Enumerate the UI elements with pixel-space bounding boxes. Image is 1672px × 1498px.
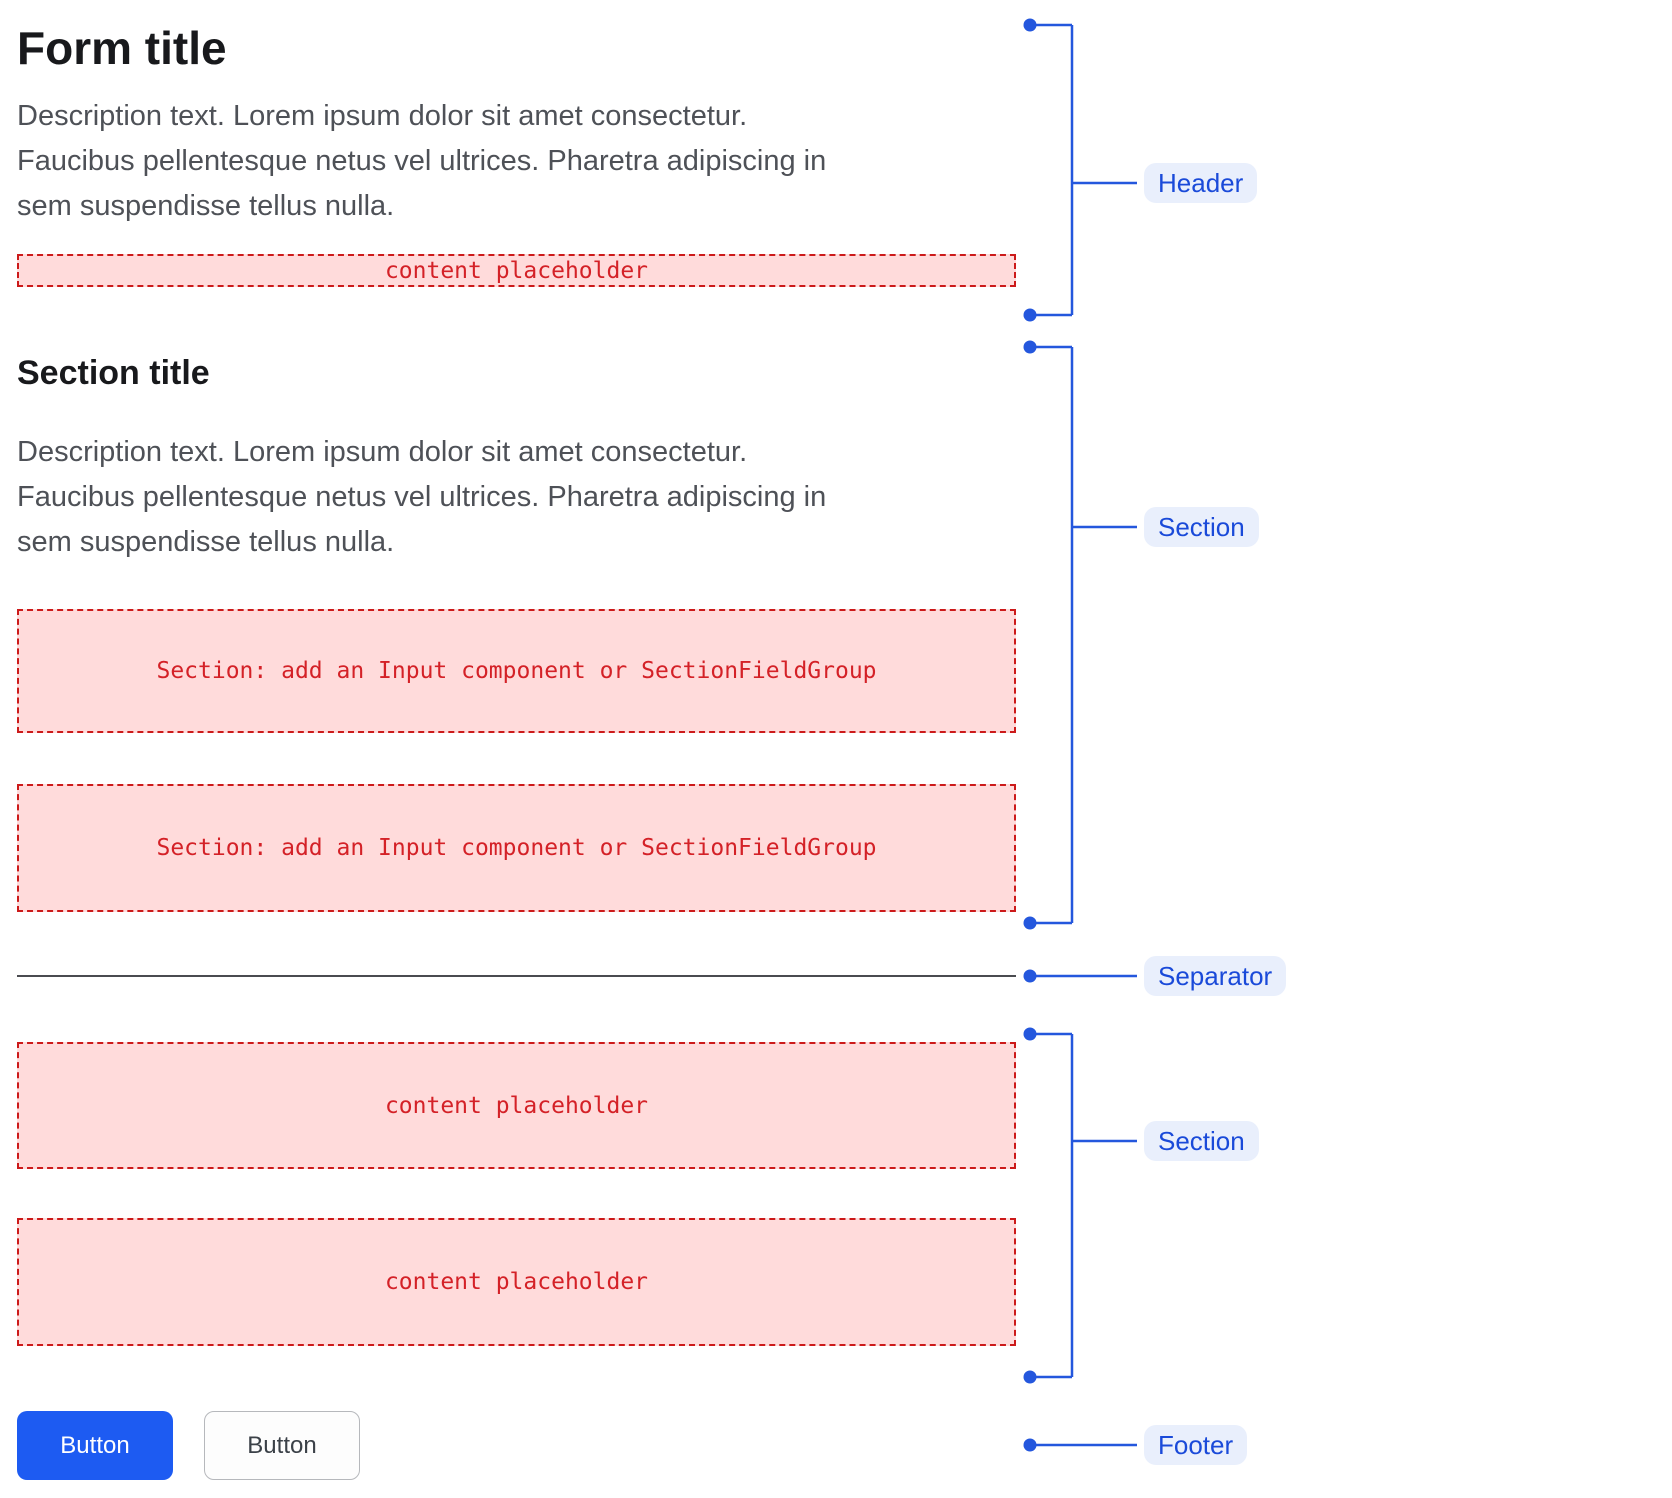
form-description-line: Faucibus pellentesque netus vel ultrices… [17,145,827,177]
placeholder-text: content placeholder [384,1092,649,1119]
form-description: Description text. Lorem ipsum dolor sit … [17,94,826,229]
annotation-label-header: Header [1144,163,1258,203]
section-description-line: Description text. Lorem ipsum dolor sit … [17,436,748,468]
anchor-dot [1023,916,1037,930]
anchor-dot [1023,1027,1037,1041]
anchor-dot [1023,340,1037,354]
placeholder-text: Section: add an Input component or Secti… [156,658,877,684]
anchor-dot [1023,308,1037,322]
placeholder-text: content placeholder [384,1269,649,1295]
form-description-line: sem suspendisse tellus nulla. [17,190,395,222]
form-description-line: Description text. Lorem ipsum dolor sit … [17,100,748,132]
anchor-dot [1023,18,1037,32]
section-content-placeholder: content placeholder [17,1042,1016,1169]
primary-button[interactable]: Button [17,1411,173,1480]
header-content-placeholder: content placeholder [17,254,1016,287]
anchor-dot [1023,1438,1037,1452]
section-top-bracket-line [1030,345,1137,925]
section-bottom-bracket-line [1030,1032,1137,1379]
section-description-line: sem suspendisse tellus nulla. [17,526,395,558]
anchor-dot [1023,1370,1037,1384]
annotation-label-separator: Separator [1144,956,1287,996]
section-content-placeholder: content placeholder [17,1218,1016,1346]
section-field-placeholder: Section: add an Input component or Secti… [17,609,1016,733]
form-title: Form title [17,22,227,74]
section-title: Section title [17,354,210,392]
annotation-label-section: Section [1144,507,1259,547]
header-bracket-line [1030,23,1137,317]
anchor-dot [1023,969,1037,983]
annotation-label-section: Section [1144,1121,1259,1161]
placeholder-text: Section: add an Input component or Secti… [156,835,877,861]
secondary-button[interactable]: Button [204,1411,360,1480]
section-field-placeholder: Section: add an Input component or Secti… [17,784,1016,912]
section-description: Description text. Lorem ipsum dolor sit … [17,430,826,565]
annotation-label-footer: Footer [1144,1425,1248,1465]
section-description-line: Faucibus pellentesque netus vel ultrices… [17,481,827,513]
separator-line [17,975,1016,977]
placeholder-text: content placeholder [384,257,649,284]
